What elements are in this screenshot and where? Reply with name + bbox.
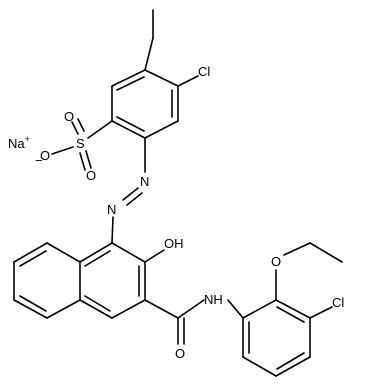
chlorine-bottom-label: Cl [332,295,344,310]
bond-o-ch2 [283,242,311,256]
azo-n1-label: N [140,174,149,189]
bond-ph-2 [275,299,311,319]
bond-cl-bottom [309,306,333,319]
sulfonate-o-top-label: O [64,109,74,124]
bond-ring1-6 [111,69,146,87]
bond-ethyl-ch2 [144,37,154,71]
bond-cl-top [177,75,199,87]
bond-ph-4b [276,352,305,370]
sulfonate-o-bottom-label: O [86,168,96,183]
ether-o-label: O [271,254,281,269]
bond-amide-cn [177,299,205,319]
bond-naph-10 [13,299,48,319]
bond-n1-n2-b [126,192,143,206]
bond-naph-1 [111,242,146,263]
bond-s-o-bottom [79,152,86,171]
bond-ph-1 [242,299,277,319]
atom-labels: Na+ S O O − O Cl N N OH O NH O Cl [8,64,344,361]
bond-naph-6 [79,242,113,263]
bond-ring1-3 [144,120,179,139]
bond-s-o-left [51,146,74,155]
bond-s-o-top-b [77,118,85,132]
bond-c-oh [144,249,165,263]
bond-ph-5 [242,356,277,377]
sulfonate-o-left-charge: − [35,153,43,168]
amide-nh-label: NH [204,292,223,307]
bond-ph-2b [276,306,305,323]
bond-naph-10b [19,295,47,312]
sulfonate-o-left-label: O [40,148,50,163]
bond-naph-8b [19,250,47,267]
bond-n2-ring [111,216,114,244]
sulfonate-s-label: S [76,136,85,151]
bond-ring1-6b [116,76,145,91]
bond-lines [13,9,343,377]
bond-naph-11 [46,299,81,319]
bond-nh-ring [227,299,244,319]
bond-s-o-top [71,121,79,135]
bond-naph-7 [46,242,81,263]
bond-naph-6b [84,250,111,267]
bond-ring1-4b [116,116,145,132]
bond-c-s [87,120,113,139]
hydroxyl-label: OH [164,236,184,251]
bond-n1-n2 [122,187,139,201]
bond-s-o-bottom-b [85,150,92,169]
sodium-label: Na+ [8,134,30,151]
bond-ring1-1 [144,69,179,87]
bond-naph-8 [13,242,48,263]
bond-naph-4b [84,295,111,312]
azo-n2-label: N [107,202,116,217]
bond-naph-3 [111,299,146,319]
bond-naph-4 [79,299,113,319]
bond-ring-c-amide [144,299,179,319]
bond-ch2-ch3 [309,242,343,263]
bond-ring1-4 [111,120,146,139]
chlorine-top-label: Cl [198,64,210,79]
bond-ph-4 [275,356,311,377]
amide-o-label: O [175,346,185,361]
